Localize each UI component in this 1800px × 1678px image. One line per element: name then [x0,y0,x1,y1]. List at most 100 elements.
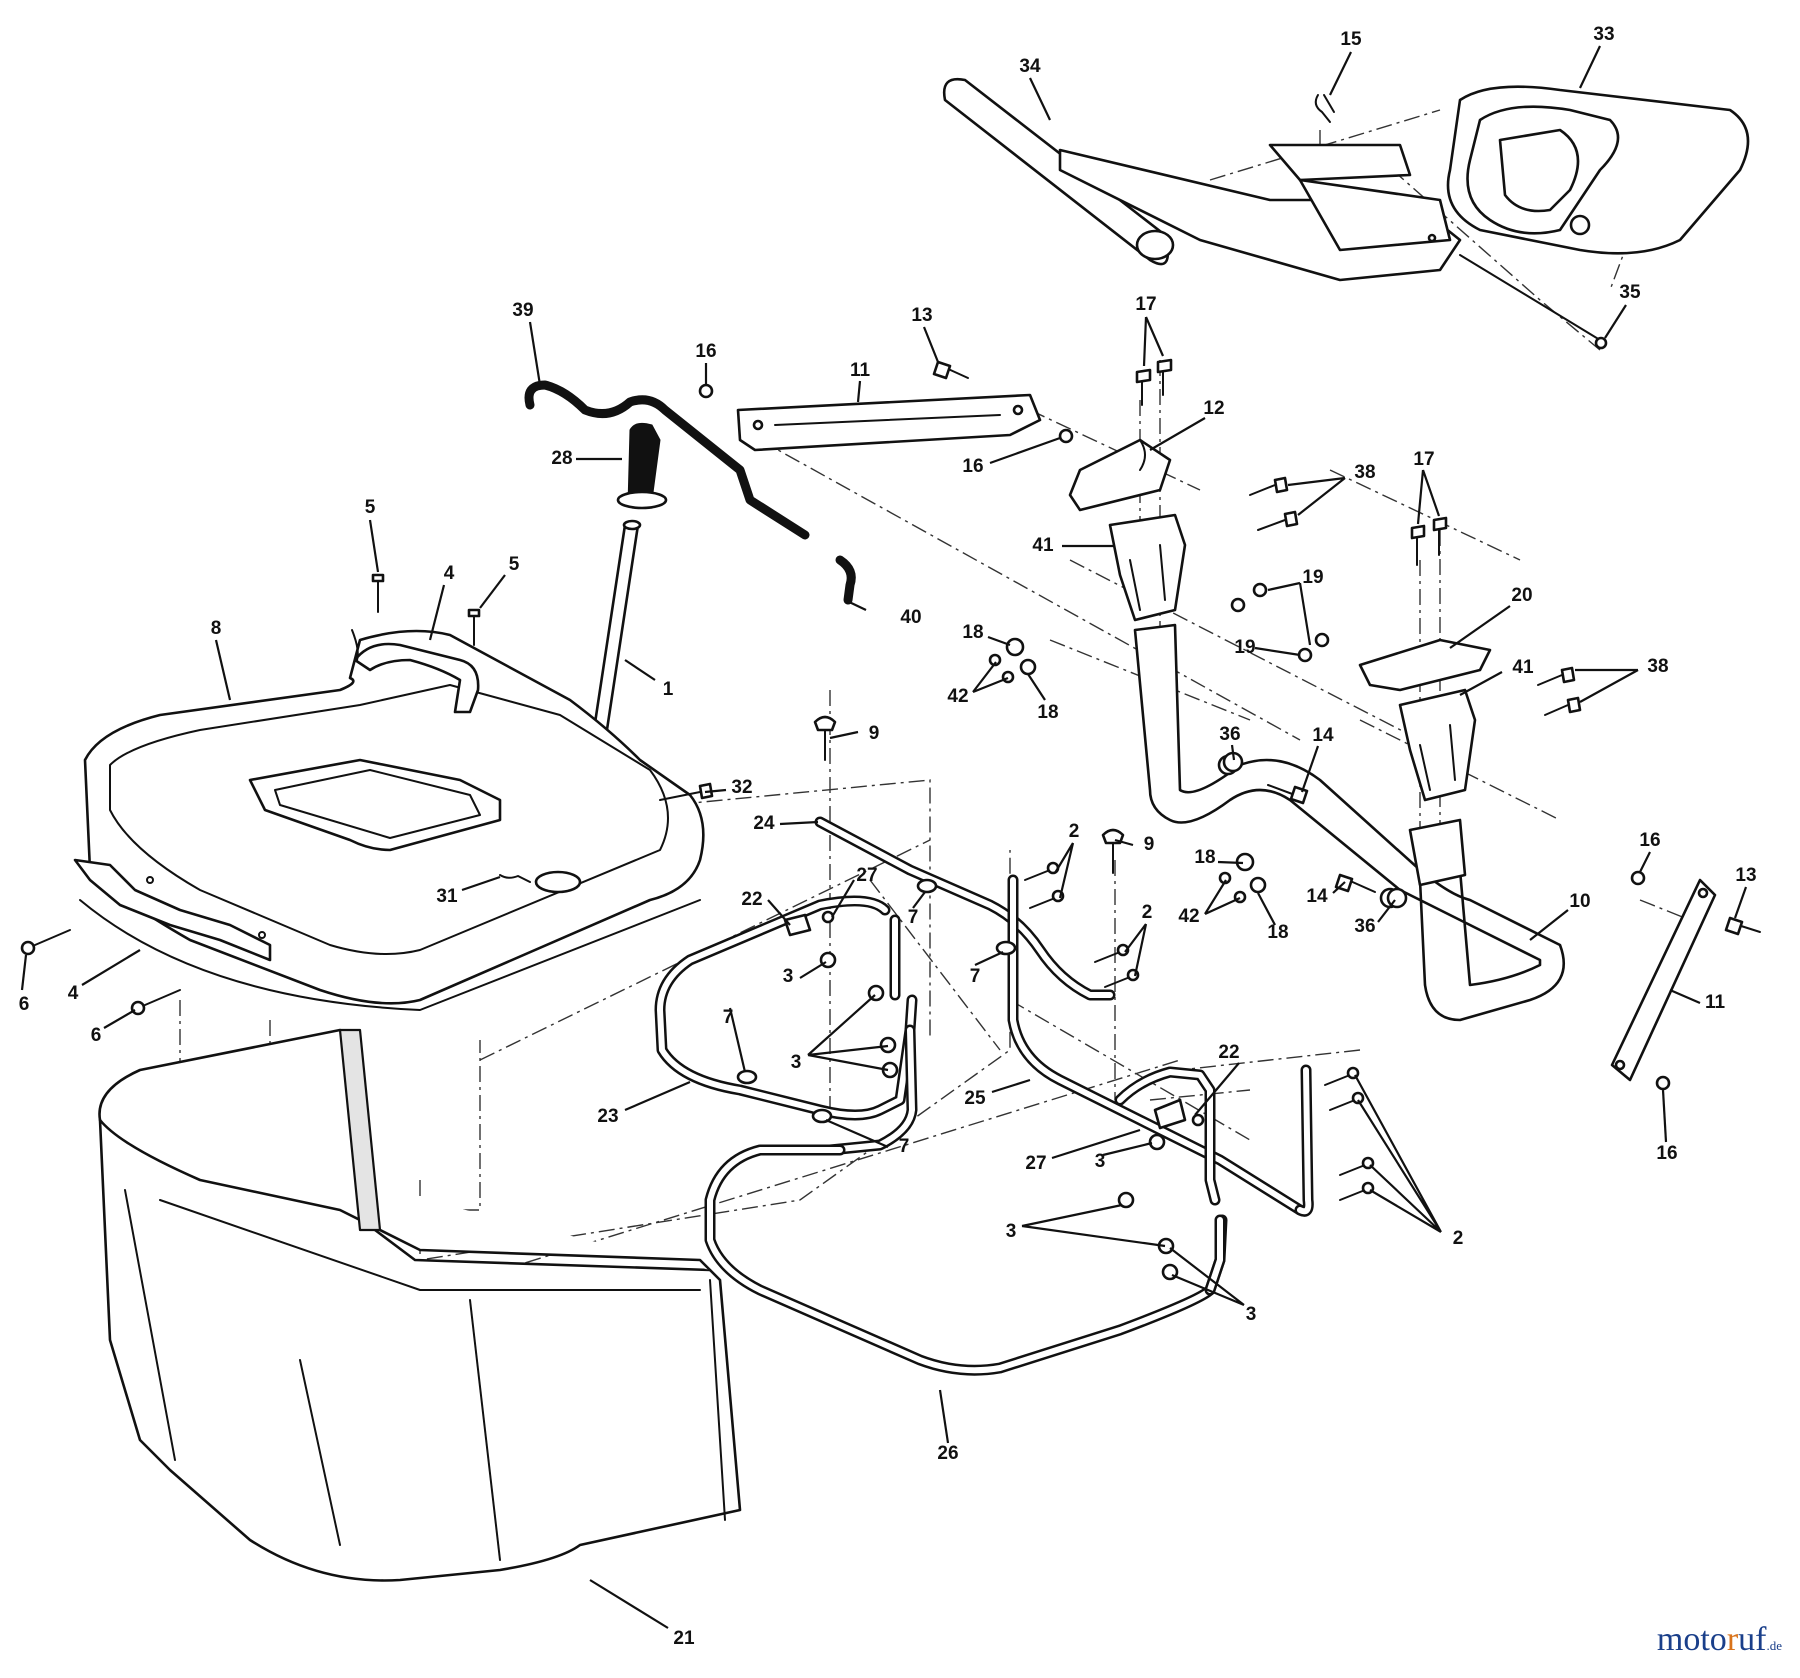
callout-c38a: 38 [1354,462,1375,483]
callout-c40: 40 [900,607,921,628]
callout-c13a: 13 [911,305,932,326]
bracket-41-lower [1398,688,1477,802]
callout-c22b: 22 [1218,1042,1239,1063]
cotter-pin-15 [1314,94,1335,123]
callout-c5b: 5 [509,554,520,575]
callout-c1: 1 [663,679,674,700]
callout-c3b: 3 [791,1052,802,1073]
callout-c6a: 6 [19,994,30,1015]
callout-c17a: 17 [1135,294,1156,315]
callout-c11a: 11 [850,360,871,381]
callout-c5a: 5 [365,497,376,518]
watermark-part-main: moto [1656,1621,1727,1658]
callout-c2b: 2 [1142,902,1153,923]
lever-grip-28 [616,422,668,510]
callout-c18b: 18 [1037,702,1058,723]
watermark-part-end: uf [1738,1621,1767,1658]
watermark-logo: motoruf.de [1657,1621,1782,1659]
callout-c2c: 2 [1453,1228,1464,1249]
support-strap-11-lower [1610,878,1717,1082]
frame-23 [654,895,918,1156]
callout-c19b: 19 [1234,637,1255,658]
callout-c31: 31 [436,886,458,907]
lift-rod-39 [524,380,856,605]
callout-c13b: 13 [1735,865,1756,886]
hitch-bracket-33 [1446,85,1750,255]
callout-c26: 26 [937,1443,958,1464]
callout-c11b: 11 [1705,992,1726,1013]
callout-c42a: 42 [947,686,968,707]
callout-c41a: 41 [1032,535,1054,556]
callout-c7c: 7 [723,1007,734,1028]
watermark-part-mid: r [1726,1621,1739,1658]
callout-c34: 34 [1019,56,1041,77]
callout-c3d: 3 [1006,1221,1017,1242]
latch-bar-4-left [73,858,272,962]
hairpin-31 [499,874,531,883]
bracket-41-upper [1108,513,1187,622]
callout-c8: 8 [211,618,222,639]
callout-c16d: 16 [1656,1143,1677,1164]
callout-c20: 20 [1511,585,1532,606]
callout-c7a: 7 [908,907,919,928]
grass-bag-21 [98,1028,742,1582]
callout-c9b: 9 [1144,834,1155,855]
callout-c39: 39 [512,300,533,321]
callout-c32: 32 [731,777,752,798]
callout-c16b: 16 [962,456,983,477]
callout-c16a: 16 [695,341,716,362]
callout-c9a: 9 [869,723,880,744]
callout-c10: 10 [1569,891,1590,912]
bracket-20 [1358,638,1492,692]
frame-25 [1007,874,1314,1217]
leader-lines [20,45,1748,1629]
callout-c4a: 4 [444,563,455,584]
callout-c36a: 36 [1219,724,1240,745]
hitch-pin-35 [1459,254,1608,350]
callout-c2a: 2 [1069,821,1080,842]
support-strap-11-upper [736,393,1042,452]
rod-24 [814,816,1116,1001]
bracket-12 [1068,438,1172,512]
callout-c23: 23 [597,1106,618,1127]
callout-c28: 28 [551,448,572,469]
hardware [20,358,1761,1281]
callout-c22a: 22 [741,889,762,910]
callout-c19a: 19 [1302,567,1323,588]
watermark-tld: .de [1766,1638,1782,1653]
lid-handle-4-top [351,629,480,714]
callout-c3c: 3 [1095,1151,1106,1172]
callout-c3e: 3 [1246,1304,1257,1325]
bagger-lid-8 [79,629,705,1011]
callout-c33: 33 [1593,24,1614,45]
callout-c36b: 36 [1354,916,1375,937]
callout-c41b: 41 [1512,657,1534,678]
callout-c18c: 18 [1194,847,1215,868]
callout-c18a: 18 [962,622,983,643]
callout-c27a: 27 [856,865,877,886]
callout-c15: 15 [1340,29,1362,50]
frame-26 [704,1144,1228,1376]
callout-c7b: 7 [970,966,981,987]
callout-numbers: 1222333334455667777899101111121313141415… [19,24,1757,1649]
callout-c7d: 7 [899,1136,910,1157]
callout-c35: 35 [1619,282,1641,303]
callout-c6b: 6 [91,1025,102,1046]
callout-c4b: 4 [68,983,79,1004]
callout-c14a: 14 [1312,725,1334,746]
callout-c27b: 27 [1025,1153,1046,1174]
callout-c12: 12 [1203,398,1224,419]
callout-c25: 25 [964,1088,986,1109]
callout-c24: 24 [753,813,775,834]
callout-c14b: 14 [1306,886,1328,907]
callout-c3a: 3 [783,966,794,987]
callout-c16c: 16 [1639,830,1660,851]
callout-c21: 21 [673,1628,695,1649]
hitch-tube-34 [942,77,1462,282]
callout-c17b: 17 [1413,449,1434,470]
callout-c38b: 38 [1647,656,1668,677]
callout-c18d: 18 [1267,922,1288,943]
callout-c42b: 42 [1178,906,1199,927]
